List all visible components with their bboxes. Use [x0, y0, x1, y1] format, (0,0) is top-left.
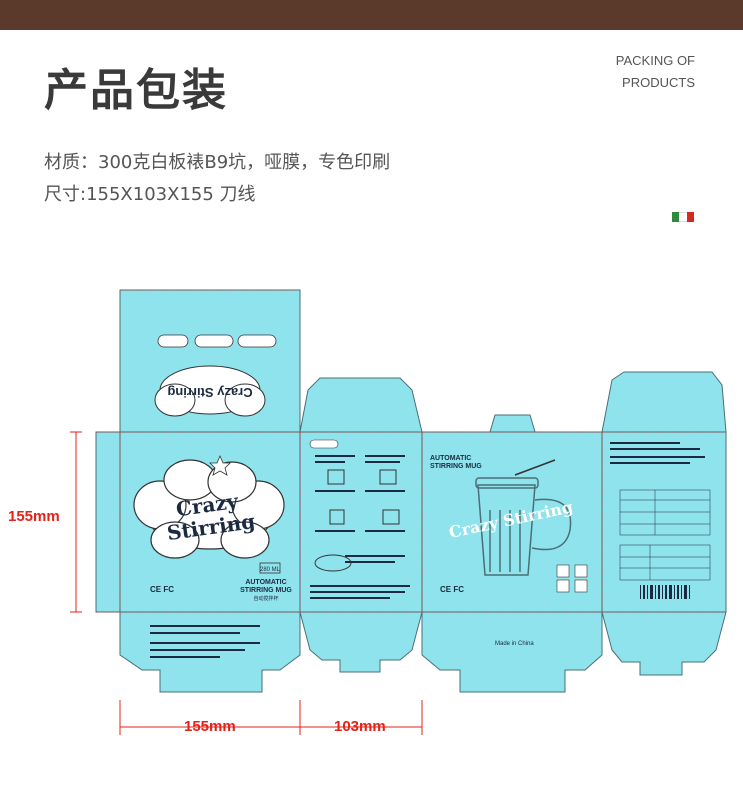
side-certs: CE FC — [440, 585, 464, 594]
mug-illustrations — [314, 469, 400, 572]
mug-graphic — [475, 459, 572, 576]
flag-stripe-red — [686, 212, 694, 222]
material-spec: 材质：300克白板裱B9坑，哑膜，专色印刷 — [44, 152, 391, 173]
depth-dimension-label: 103mm — [334, 718, 386, 735]
height-dimension-label: 155mm — [8, 508, 60, 525]
subtitle-line-1: PACKING OF — [615, 53, 695, 68]
spec-table — [610, 442, 705, 464]
subtitle-line-2: PRODUCTS — [622, 75, 695, 90]
size-spec: 尺寸:155X103X155 刀线 — [44, 184, 256, 205]
side-product-name-1: AUTOMATIC — [430, 455, 471, 462]
section-subtitle: PACKING OF PRODUCTS — [575, 50, 695, 94]
front-product-name-1: AUTOMATIC — [245, 579, 286, 586]
front-cloud — [133, 459, 285, 559]
flag-stripe-green — [672, 212, 680, 222]
star-icon — [209, 454, 231, 476]
instructions-panel — [309, 439, 410, 599]
top-bar — [0, 0, 743, 30]
front-product-name-cn: 自动搅拌杯 — [253, 595, 278, 602]
flag-stripe-white — [679, 212, 687, 222]
top-flap-brand-text: Crazy Stirring — [167, 385, 252, 400]
capacity-label: 280 ML — [260, 567, 281, 573]
front-product-name-2: STIRRING MUG — [240, 587, 292, 594]
page-title: 产品包装 — [44, 65, 228, 116]
dimension-lines — [70, 431, 423, 735]
made-in-label: Made in China — [495, 641, 534, 647]
top-flap-artwork — [154, 365, 266, 417]
company-info-lines — [150, 625, 260, 658]
width-dimension-label: 155mm — [184, 718, 236, 735]
spec-table-grid — [619, 489, 711, 581]
barcode-icon — [640, 585, 690, 599]
front-certs: CE FC — [150, 585, 174, 594]
italy-flag-icon — [672, 212, 694, 222]
side-product-name-2: STIRRING MUG — [430, 463, 482, 470]
